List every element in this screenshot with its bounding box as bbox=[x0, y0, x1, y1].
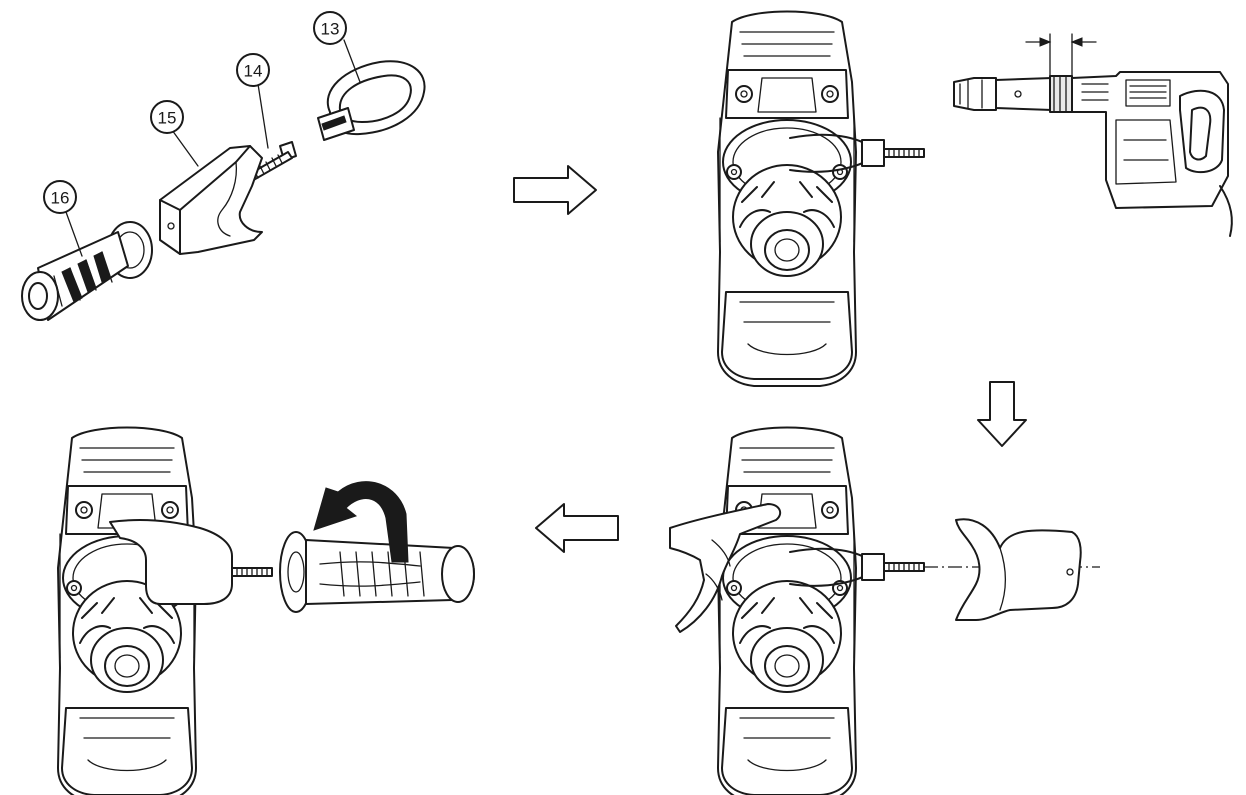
callout-16-label: 16 bbox=[51, 189, 70, 208]
handle-holder-floating bbox=[955, 518, 1082, 621]
band-clamp-part bbox=[317, 60, 426, 141]
side-handle-part bbox=[21, 221, 153, 321]
drill-front-view-step4 bbox=[57, 426, 273, 795]
arrow-left-icon bbox=[535, 503, 619, 553]
arrow-right-icon bbox=[513, 165, 597, 215]
leader-line-14 bbox=[257, 83, 269, 149]
callout-15: 15 bbox=[150, 100, 184, 134]
handle-holder-part bbox=[159, 145, 263, 255]
callout-15-label: 15 bbox=[158, 109, 177, 128]
drill-front-view-step2 bbox=[717, 10, 925, 387]
callout-13-label: 13 bbox=[321, 20, 340, 39]
rotate-arrow-icon bbox=[313, 481, 409, 563]
callout-16: 16 bbox=[43, 180, 77, 214]
leader-line-13 bbox=[343, 39, 361, 83]
leader-line-16 bbox=[65, 211, 83, 257]
exploded-parts-group: 13 14 15 16 bbox=[21, 11, 426, 321]
drill-side-view bbox=[953, 33, 1233, 237]
arrow-down-icon bbox=[977, 381, 1027, 447]
callout-13: 13 bbox=[313, 11, 347, 45]
leader-line-15 bbox=[171, 129, 199, 167]
drill-front-view-step3 bbox=[669, 426, 925, 795]
callout-14: 14 bbox=[236, 53, 270, 87]
callout-14-label: 14 bbox=[244, 62, 263, 81]
side-handle-grip-assembled bbox=[279, 531, 475, 613]
